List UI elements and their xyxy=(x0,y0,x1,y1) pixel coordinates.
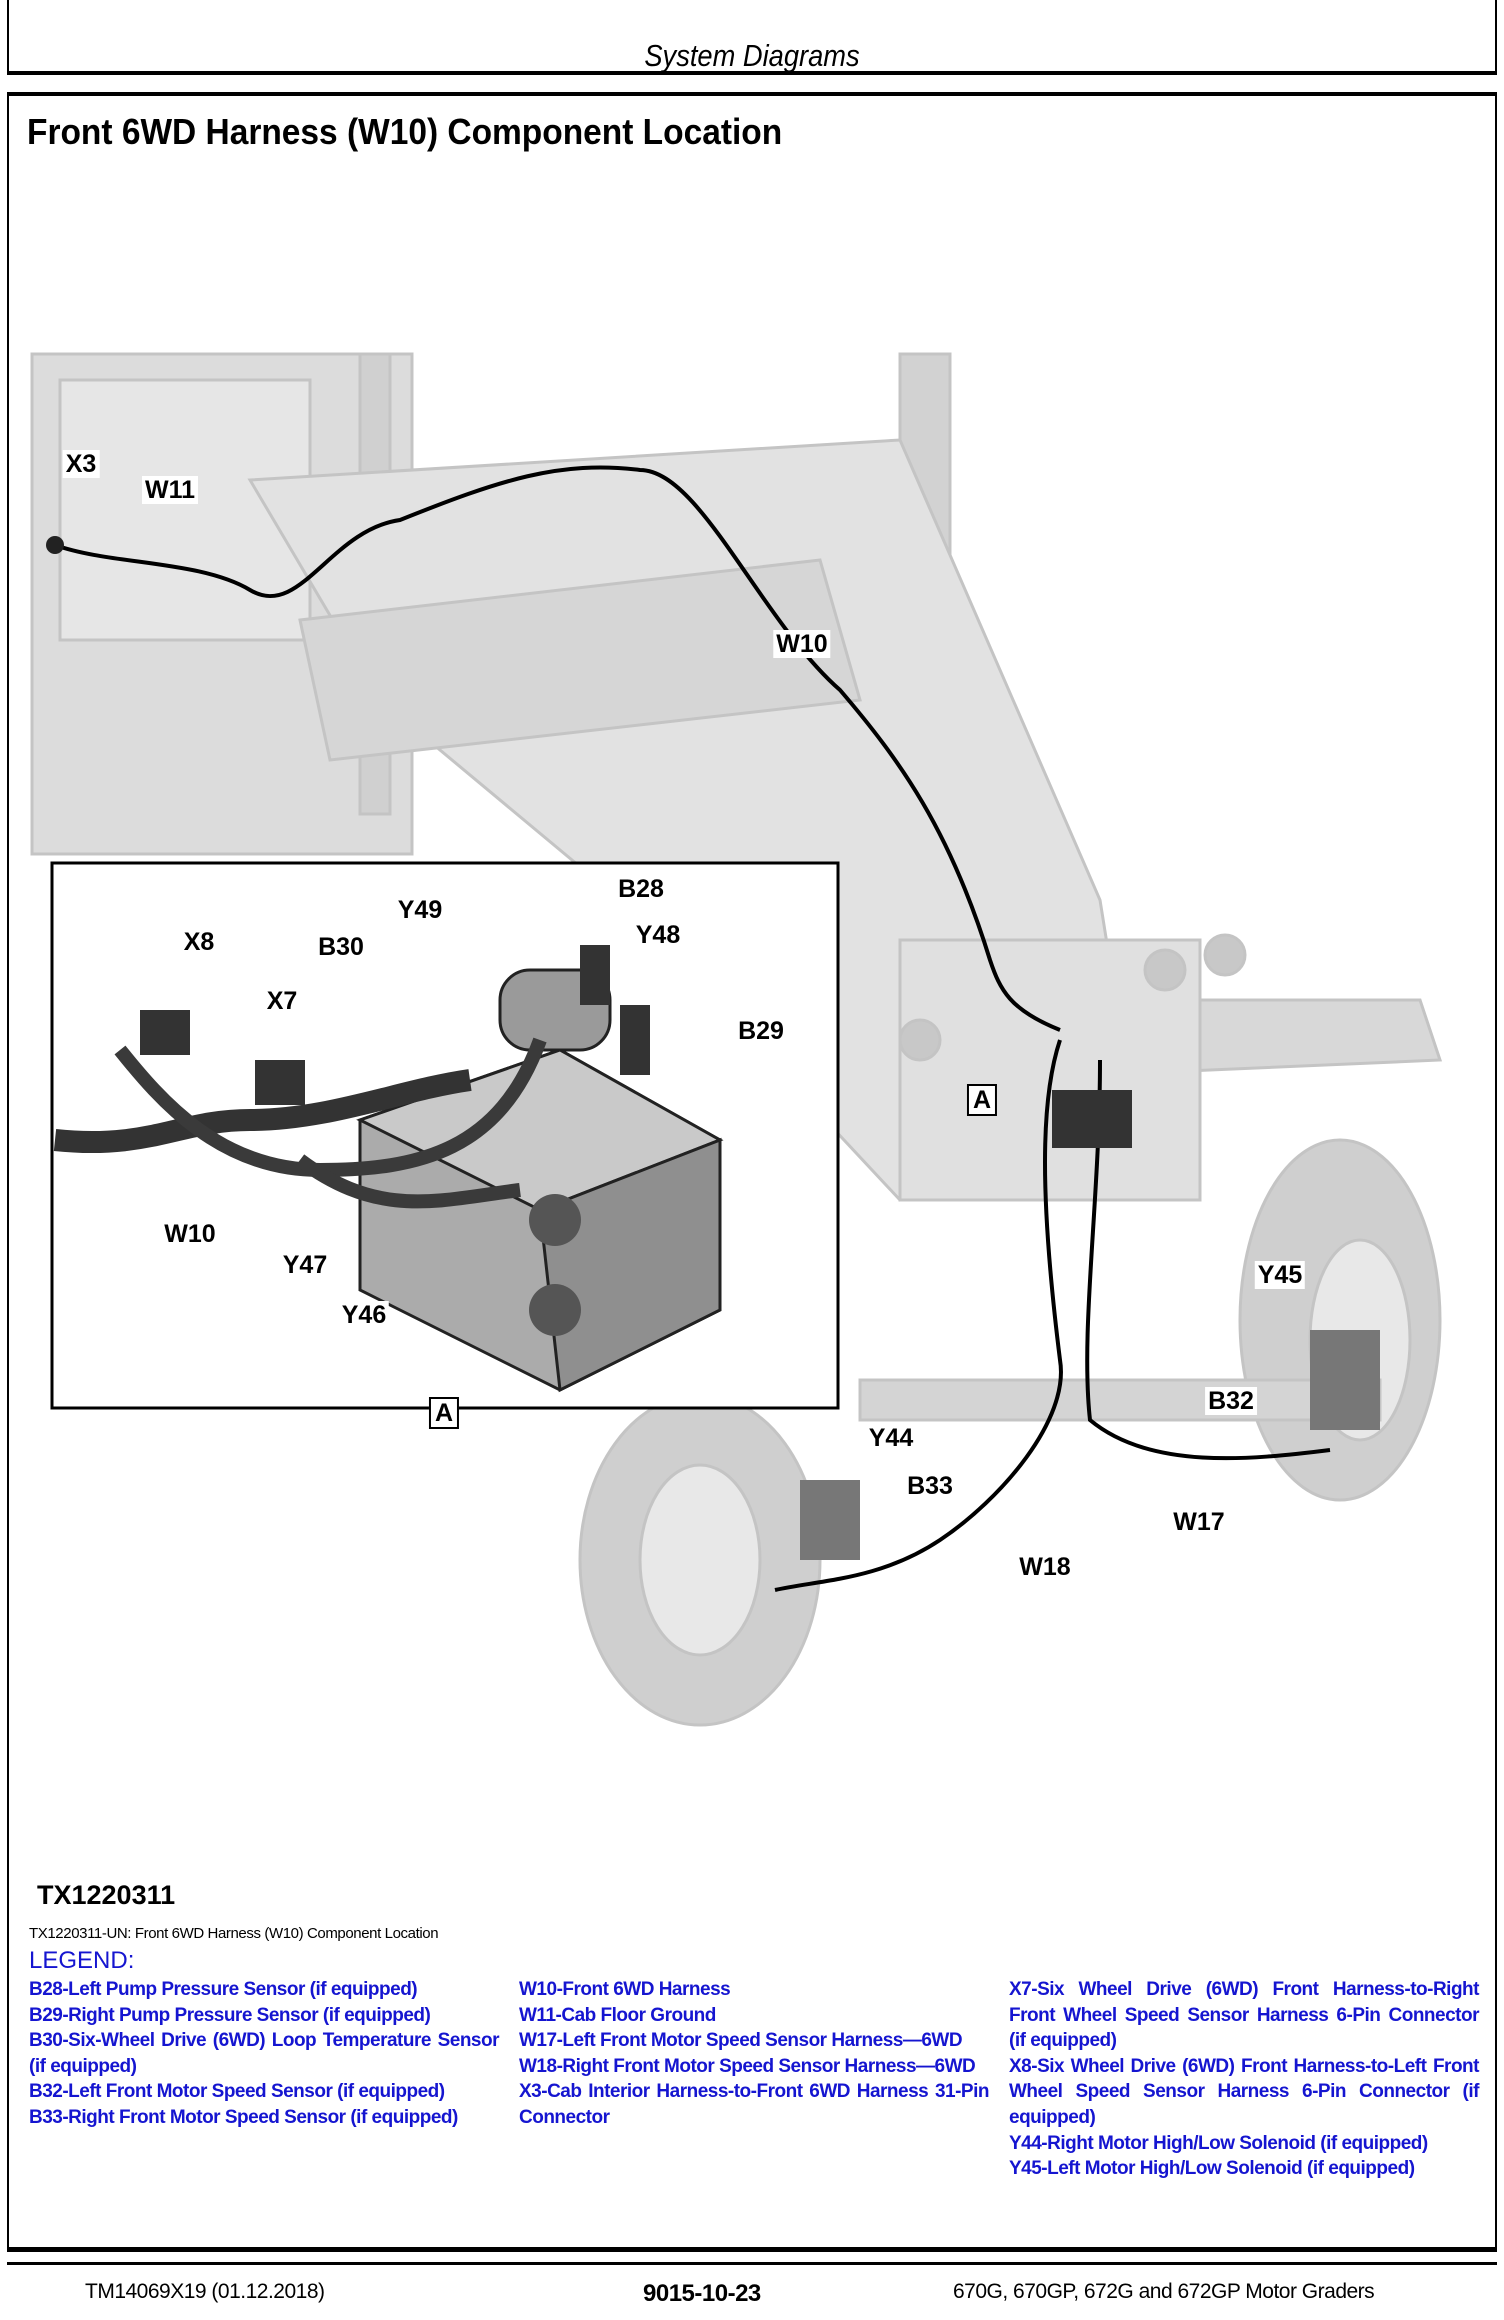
legend-item: Y44-Right Motor High/Low Solenoid (if eq… xyxy=(1009,2132,1428,2154)
legend-item: B29-Right Pump Pressure Sensor (if equip… xyxy=(29,2004,431,2026)
legend-item: X3-Cab Interior Harness-to-Front 6WD Har… xyxy=(519,2081,990,2128)
x3-connector-icon xyxy=(46,536,64,554)
legend-item: Y45-Left Motor High/Low Solenoid (if equ… xyxy=(1009,2158,1415,2180)
label-w18: W18 xyxy=(1016,1553,1074,1581)
harness-wiring xyxy=(54,465,1331,1592)
page-header: System Diagrams xyxy=(7,0,1497,75)
label-w11: W11 xyxy=(141,476,199,504)
legend-item: B33-Right Front Motor Speed Sensor (if e… xyxy=(29,2106,458,2128)
left-motor-icon xyxy=(1310,1330,1380,1430)
section-title: System Diagrams xyxy=(644,38,860,73)
figure-caption: TX1220311-UN: Front 6WD Harness (W10) Co… xyxy=(29,1925,439,1942)
legend-heading: LEGEND: xyxy=(29,1947,135,1974)
legend-item: W10-Front 6WD Harness xyxy=(519,1979,731,2000)
legend-item: B30-Six-Wheel Drive (6WD) Loop Temperatu… xyxy=(29,2030,500,2077)
label-y47: Y47 xyxy=(279,1251,331,1279)
label-w10-inset: W10 xyxy=(161,1220,219,1248)
inset-marker-a: A xyxy=(428,1397,460,1429)
label-w10: W10 xyxy=(773,630,831,658)
footer-divider xyxy=(7,2262,1497,2265)
label-b32: B32 xyxy=(1205,1387,1257,1415)
legend-column-3: X7-Six Wheel Drive (6WD) Front Harness-t… xyxy=(1009,1977,1480,2182)
label-y46: Y46 xyxy=(338,1301,390,1329)
legend-item: B32-Left Front Motor Speed Sensor (if eq… xyxy=(29,2081,445,2103)
legend-item: B28-Left Pump Pressure Sensor (if equipp… xyxy=(29,1979,418,2000)
footer-models: 670G, 670GP, 672G and 672GP Motor Grader… xyxy=(953,2280,1375,2303)
page-title: Front 6WD Harness (W10) Component Locati… xyxy=(27,111,783,152)
label-y45: Y45 xyxy=(1254,1261,1306,1289)
label-y49: Y49 xyxy=(394,896,446,924)
label-x7: X7 xyxy=(263,987,301,1015)
machine-background xyxy=(30,352,1443,1727)
label-b30: B30 xyxy=(315,933,367,961)
legend-item: X8-Six Wheel Drive (6WD) Front Harness-t… xyxy=(1009,2055,1480,2128)
right-motor-icon xyxy=(800,1480,860,1560)
legend-item: W11-Cab Floor Ground xyxy=(519,2004,716,2026)
legend-item: X7-Six Wheel Drive (6WD) Front Harness-t… xyxy=(1009,1979,1480,2052)
label-b29: B29 xyxy=(735,1017,787,1045)
legend-item: W17-Left Front Motor Speed Sensor Harnes… xyxy=(519,2030,963,2052)
detail-inset xyxy=(50,861,840,1410)
label-w17: W17 xyxy=(1170,1508,1228,1536)
label-x8: X8 xyxy=(180,928,218,956)
footer-doc-id: TM14069X19 (01.12.2018) xyxy=(85,2280,325,2303)
legend-column-2: W10-Front 6WD Harness W11-Cab Floor Grou… xyxy=(519,1977,990,2131)
figure-id: TX1220311 xyxy=(37,1880,176,1910)
component-illustration xyxy=(30,352,1443,1727)
legend-column-1: B28-Left Pump Pressure Sensor (if equipp… xyxy=(29,1977,500,2131)
label-y48: Y48 xyxy=(632,921,684,949)
label-x3: X3 xyxy=(62,450,100,478)
legend-item: W18-Right Front Motor Speed Sensor Harne… xyxy=(519,2055,976,2077)
label-y44: Y44 xyxy=(865,1424,917,1452)
footer-page-number: 9015-10-23 xyxy=(643,2280,761,2307)
content-frame xyxy=(7,92,1497,2252)
label-b33: B33 xyxy=(904,1472,956,1500)
label-b28: B28 xyxy=(615,875,667,903)
detail-marker-a: A xyxy=(966,1084,998,1116)
control-module-icon xyxy=(1052,1090,1132,1148)
